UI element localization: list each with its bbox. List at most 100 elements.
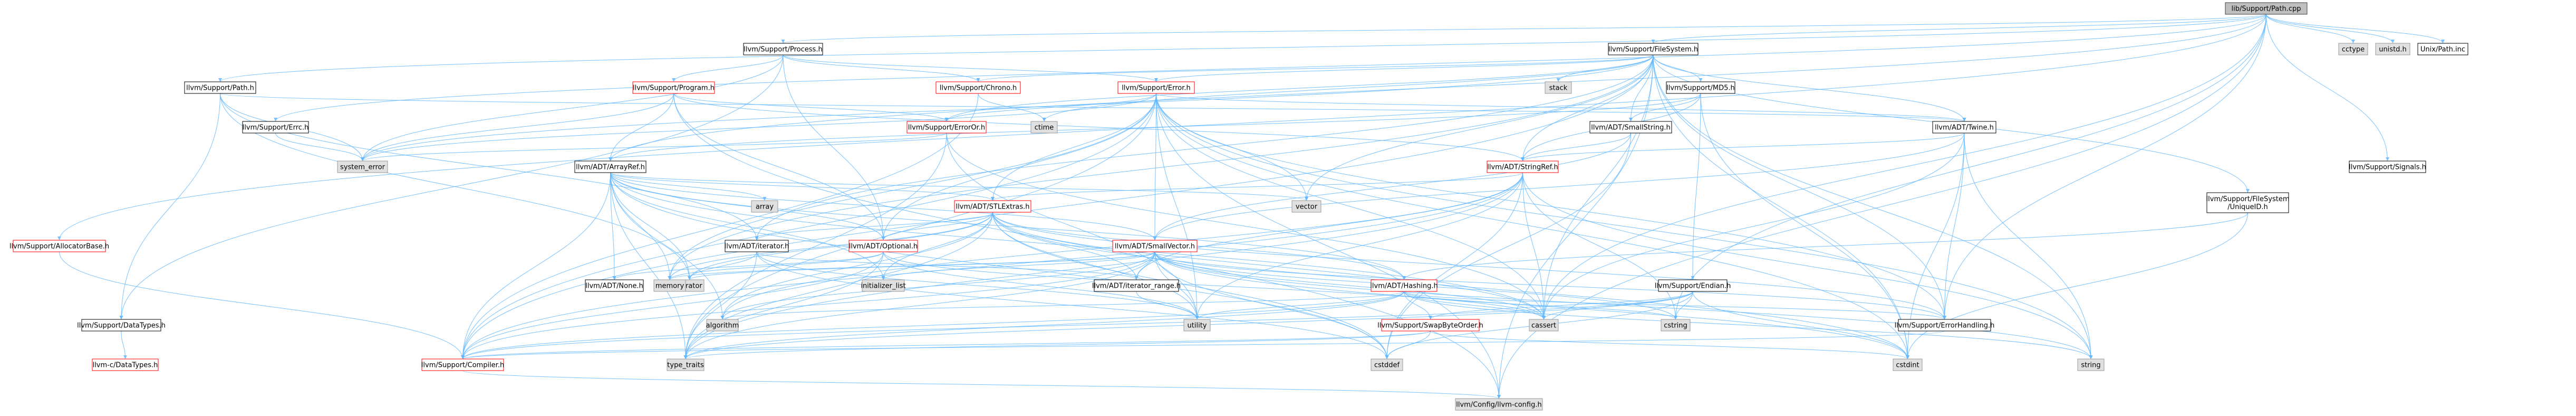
node-program[interactable]: llvm/Support/Program.h: [632, 81, 715, 94]
node-iterrange[interactable]: llvm/ADT/iterator_range.h: [1092, 279, 1181, 292]
edge-filesystem-to-string: [1653, 54, 2093, 360]
node-label: lib/Support/Path.cpp: [2232, 5, 2301, 13]
edge-md5-to-smallstring: [1629, 93, 1701, 122]
edge-smallstring-to-stringref: [1521, 133, 1631, 162]
node-box: [706, 319, 739, 332]
node-box: [1898, 319, 1991, 332]
node-label: llvm/Support/Compiler.h: [421, 362, 504, 370]
edge-twine-to-smallvector: [1153, 133, 1965, 241]
node-vector[interactable]: vector: [1291, 200, 1321, 213]
node-stlextras[interactable]: llvm/ADT/STLExtras.h: [954, 200, 1031, 213]
edge-root-to-path: [218, 14, 2266, 82]
node-iteratorh[interactable]: llvm/ADT/iterator.h: [725, 240, 789, 252]
node-initlist[interactable]: initializer_list: [861, 279, 906, 292]
node-box: [1932, 121, 1996, 134]
node-box: [585, 279, 644, 292]
node-compiler[interactable]: llvm/Support/Compiler.h: [421, 358, 504, 371]
edge-compiler-to-llvmconfig: [462, 370, 1501, 399]
edge-program-to-llvmconfig: [673, 93, 1501, 399]
node-error[interactable]: llvm/Support/Error.h: [1117, 81, 1195, 94]
node-cstring[interactable]: cstring: [1661, 319, 1691, 332]
edge-stlextras-to-cstddef: [992, 212, 1389, 360]
node-string[interactable]: string: [2077, 358, 2105, 371]
node-twine[interactable]: llvm/ADT/Twine.h: [1932, 121, 1996, 134]
edge-optional-to-none: [612, 251, 884, 280]
node-path[interactable]: llvm/Support/Path.h: [184, 81, 256, 94]
edge-stringref-to-utility: [1195, 172, 1523, 320]
node-none[interactable]: llvm/ADT/None.h: [585, 279, 644, 292]
node-box: [862, 279, 905, 292]
node-label: array: [756, 203, 774, 211]
edge-iterrange-to-utility: [1136, 291, 1199, 320]
edge-chrono-to-compiler: [461, 93, 979, 360]
node-typetraits[interactable]: type_traits: [667, 358, 705, 371]
node-label: llvm/Support/Error.h: [1122, 84, 1191, 92]
node-label: llvm/ADT/SmallVector.h: [1115, 243, 1195, 251]
node-label: initializer_list: [861, 282, 905, 290]
node-unixpath[interactable]: Unix/Path.inc: [2417, 43, 2468, 55]
node-unistd[interactable]: unistd.h: [2375, 43, 2410, 55]
edge-arrayref-to-stlextras: [610, 172, 995, 201]
node-box: [1661, 319, 1691, 332]
edge-program-to-stringref: [673, 93, 1525, 162]
dependency-nodes: lib/Support/Path.cpp llvm/Support/Process…: [9, 2, 2468, 411]
node-erroror[interactable]: llvm/Support/ErrorOr.h: [906, 121, 987, 134]
node-arrayref[interactable]: llvm/ADT/ArrayRef.h: [574, 160, 647, 173]
node-swapbyteorder[interactable]: llvm/Support/SwapByteOrder.h: [1377, 319, 1483, 332]
node-datatypes[interactable]: llvm/Support/DataTypes.h: [77, 319, 166, 332]
edge-root-to-filesystem: [1651, 14, 2266, 44]
node-label: algorithm: [706, 322, 739, 330]
node-box: [2375, 43, 2410, 55]
node-label: type_traits: [667, 362, 704, 370]
node-label: llvm/ADT/ArrayRef.h: [576, 164, 645, 172]
node-box: [1030, 121, 1058, 134]
node-endian[interactable]: llvm/Support/Endian.h: [1655, 279, 1731, 292]
edge-error-to-erroror: [944, 93, 1156, 122]
node-llvmdatatypes[interactable]: llvm-c/DataTypes.h: [92, 358, 159, 371]
node-hashing[interactable]: llvm/ADT/Hashing.h: [1370, 279, 1438, 292]
edge-arrayref-to-smallvector: [610, 172, 1157, 241]
node-utility[interactable]: utility: [1183, 319, 1211, 332]
node-memory[interactable]: memory: [653, 279, 686, 292]
edge-smallvector-to-cstdint: [1154, 251, 1909, 360]
node-md5[interactable]: llvm/Support/MD5.h: [1666, 81, 1735, 94]
node-optional[interactable]: llvm/ADT/Optional.h: [848, 240, 918, 252]
node-cstdint[interactable]: cstdint: [1893, 358, 1923, 371]
node-ctime[interactable]: ctime: [1030, 121, 1058, 134]
node-stack[interactable]: stack: [1545, 81, 1572, 94]
node-stringref[interactable]: llvm/ADT/StringRef.h: [1487, 160, 1559, 173]
node-signals[interactable]: llvm/Support/Signals.h: [2349, 160, 2426, 173]
node-cassert[interactable]: cassert: [1529, 319, 1559, 332]
node-label: llvm-c/DataTypes.h: [93, 362, 158, 370]
node-smallstring[interactable]: llvm/ADT/SmallString.h: [1589, 121, 1672, 134]
node-algorithm[interactable]: algorithm: [706, 319, 739, 332]
node-errorhandling[interactable]: llvm/Support/ErrorHandling.h: [1895, 319, 1995, 332]
node-llvmconfig[interactable]: llvm/Config/llvm-config.h: [1455, 398, 1543, 411]
edge-stringref-to-cassert: [1522, 172, 1546, 320]
edge-stringref-to-string: [1522, 172, 2093, 360]
node-chrono[interactable]: llvm/Support/Chrono.h: [935, 81, 1021, 94]
edge-arrayref-to-iteratorg: [610, 172, 691, 280]
node-errc[interactable]: llvm/Support/Errc.h: [242, 121, 309, 134]
node-smallvector[interactable]: llvm/ADT/SmallVector.h: [1112, 240, 1198, 252]
node-systemerror[interactable]: system_error: [337, 160, 388, 173]
edge-optional-to-compiler: [461, 251, 884, 360]
node-root[interactable]: lib/Support/Path.cpp: [2225, 2, 2308, 15]
node-cctype[interactable]: cctype: [2338, 43, 2368, 55]
node-label: cstring: [1664, 322, 1687, 330]
node-label: llvm/Support/FileSystem: [2206, 195, 2290, 203]
node-fsuniqueid[interactable]: llvm/Support/FileSystem/UniqueID.h: [2206, 192, 2290, 213]
node-label: cassert: [1531, 322, 1556, 330]
node-array[interactable]: array: [751, 200, 778, 213]
node-process[interactable]: llvm/Support/Process.h: [743, 43, 823, 55]
edge-stlextras-to-typetraits: [683, 212, 993, 360]
node-box: [81, 319, 161, 332]
edge-process-to-datatypes: [119, 54, 784, 320]
edge-error-to-string: [1156, 93, 2093, 360]
node-cstddef[interactable]: cstddef: [1371, 358, 1403, 371]
node-box: [1589, 121, 1672, 134]
node-filesystem[interactable]: llvm/Support/FileSystem.h: [1608, 43, 1699, 55]
edge-filesystem-to-stack: [1556, 54, 1654, 82]
edge-iteratorh-to-iteratorg: [688, 251, 757, 280]
node-allocatorbase[interactable]: llvm/Support/AllocatorBase.h: [9, 240, 109, 252]
